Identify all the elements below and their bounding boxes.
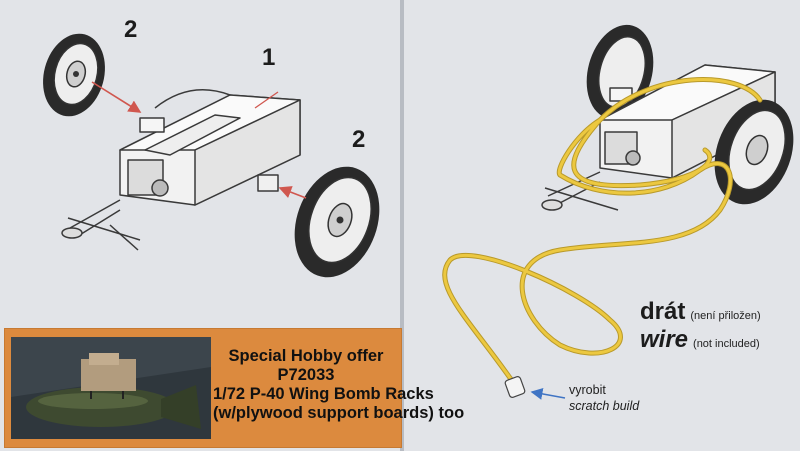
wire-highlight — [443, 78, 762, 387]
offer-line-1: Special Hobby offer — [228, 347, 384, 365]
wire-label-english: wire — [640, 326, 689, 353]
wire-label: drát (není přiložen) wire (not included) — [640, 298, 761, 362]
wire-note-english: (not included) — [693, 338, 760, 350]
offer-line-3: 1/72 P-40 Wing Bomb Racks — [213, 385, 434, 403]
trailer-body-left — [61, 89, 301, 251]
panel-divider — [400, 0, 404, 451]
wheel-right-left — [294, 166, 380, 278]
wire-note-czech: (není přiložen) — [690, 310, 761, 322]
offer-banner: Special Hobby offer P72033 1/72 P-40 Win… — [4, 328, 465, 448]
offer-line-2: P72033 — [277, 366, 335, 384]
offer-line-4: (w/plywood support boards) too — [213, 404, 465, 422]
scratch-build-label: vyrobit scratch build — [569, 382, 639, 414]
callout-trailer: 1 — [262, 44, 276, 71]
wire-end-plug — [504, 376, 526, 398]
wire-label-czech: drát — [640, 298, 686, 325]
bomb-rack-photo — [11, 337, 211, 439]
leader-part-1 — [254, 91, 279, 109]
arrow-scratch-build — [530, 387, 566, 400]
arrow-wheel-top — [91, 81, 142, 113]
wheel-top-left — [43, 33, 105, 117]
scratch-czech: vyrobit — [569, 383, 606, 397]
scratch-english: scratch build — [569, 399, 640, 413]
offer-text: Special Hobby offer P72033 1/72 P-40 Win… — [213, 347, 465, 423]
callout-wheel-top: 2 — [124, 16, 138, 43]
trailer-assembled-right — [541, 24, 794, 211]
callout-wheel-right: 2 — [352, 126, 366, 153]
arrow-wheel-right — [278, 186, 307, 199]
